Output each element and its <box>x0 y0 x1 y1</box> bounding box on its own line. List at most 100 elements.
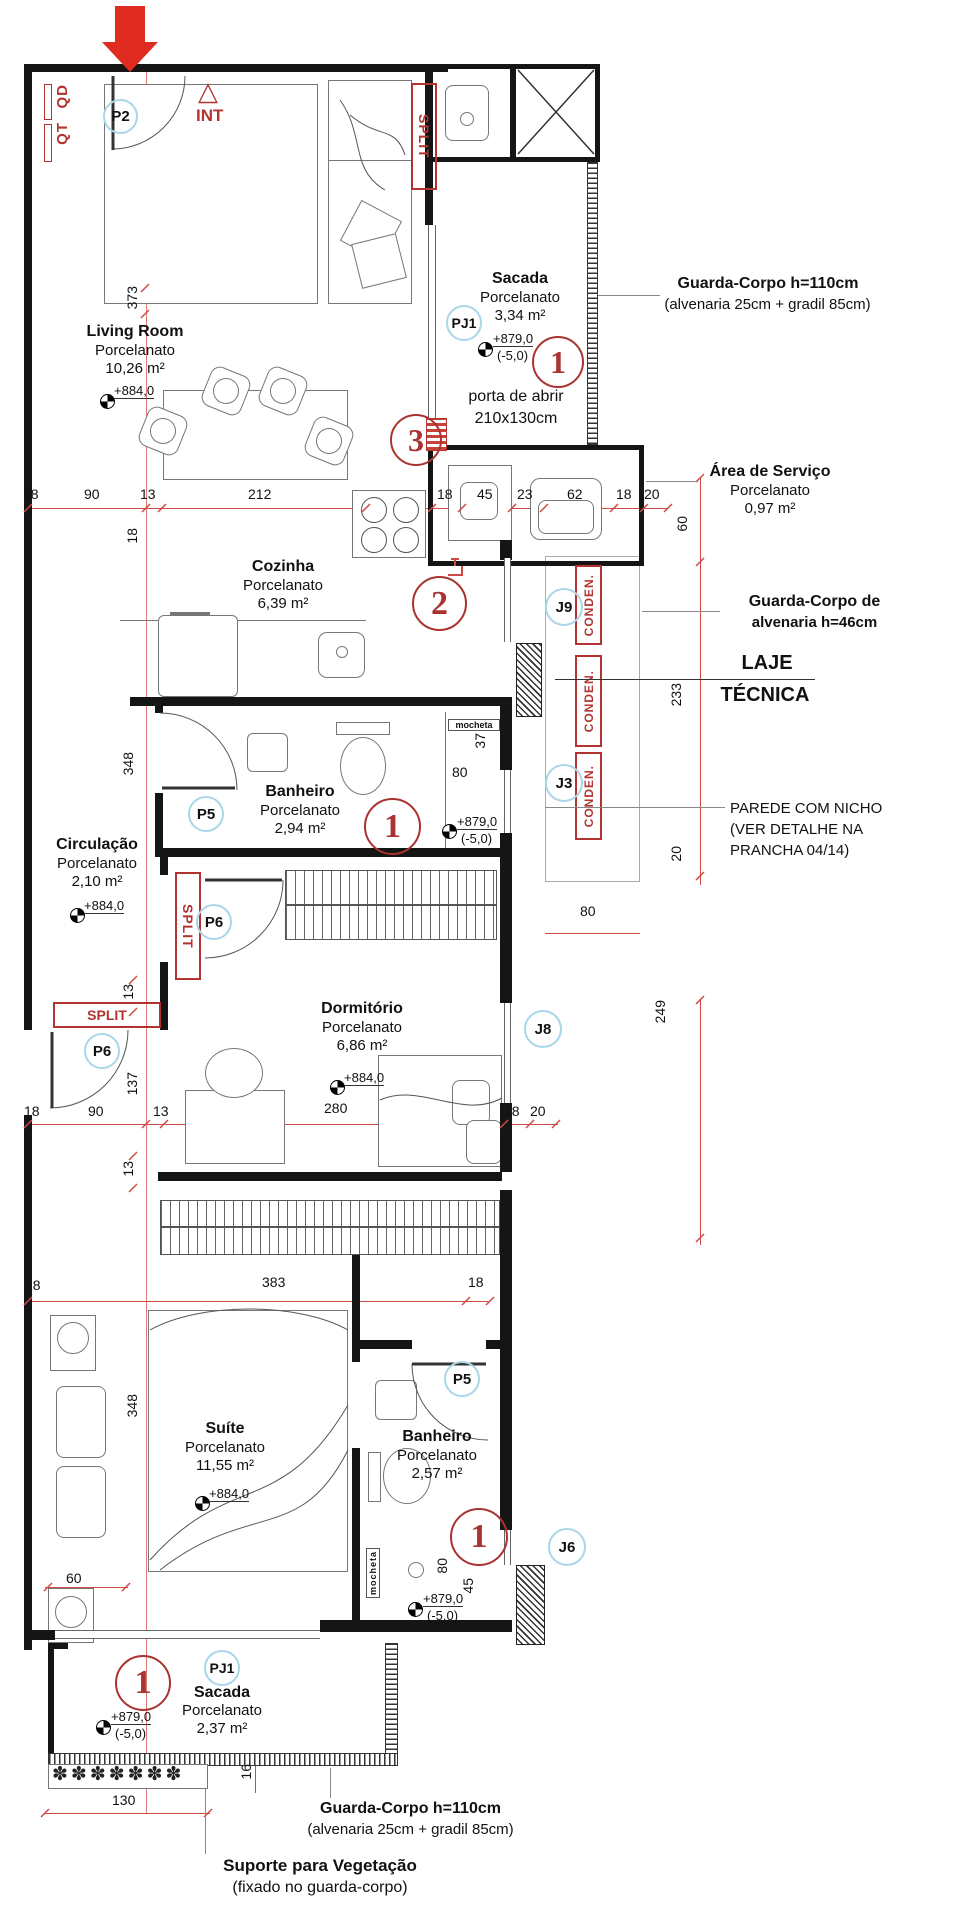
dim-v18: 18 <box>124 528 140 544</box>
guarda-corpo-46-sub: alvenaria h=46cm <box>751 614 878 631</box>
suite-nightstand <box>56 1466 106 1538</box>
washer <box>448 465 512 541</box>
wall-bathroom1-left-a <box>155 697 163 713</box>
door-tag-p5: P5 <box>188 796 224 832</box>
porta-abrir-line2: 210x130cm <box>474 410 558 427</box>
room-title-area-servico: Área de Serviço <box>709 463 831 480</box>
level-sub-banheiro: (-5,0) <box>461 831 493 846</box>
ceiling-fan-blade <box>57 1322 89 1354</box>
room-material-banheiro: Porcelanato <box>259 802 341 819</box>
room-title-sacada-bottom: Sacada <box>193 1684 251 1701</box>
room-area-sacada-bottom: 2,37 m² <box>196 1720 248 1737</box>
wall-right-bathroom1-a <box>500 697 512 770</box>
wall-left-upper <box>24 64 32 1030</box>
parede-nicho-line3: PRANCHA 04/14) <box>730 842 850 859</box>
dim-line-16 <box>255 1763 256 1793</box>
wall-left-lower <box>24 1115 32 1650</box>
dim-row1-212: 212 <box>248 486 272 502</box>
bathroom2-sink <box>375 1380 417 1420</box>
room-area-suite: 11,55 m² <box>195 1457 255 1474</box>
dim-row3-18b: 18 <box>468 1274 484 1290</box>
room-area-cozinha: 6,39 m² <box>257 595 309 612</box>
level-circulacao: +884,0 <box>84 898 125 914</box>
desk <box>185 1090 285 1164</box>
dim-v137: 137 <box>124 1072 140 1096</box>
door-tag-p6-dorm: P6 <box>196 904 232 940</box>
dim-row1-23: 23 <box>517 486 533 502</box>
leader-area-servico <box>646 481 698 482</box>
leader-suporte <box>205 1789 206 1854</box>
sofa-divider <box>328 160 412 161</box>
level-marker <box>195 1496 210 1511</box>
level-banheiro-suite: +879,0 <box>423 1591 464 1607</box>
utility-divider <box>510 64 516 162</box>
guarda-corpo-110-bottom-title: Guarda-Corpo h=110cm <box>320 1800 501 1817</box>
level-sub-sacada-bottom: (-5,0) <box>115 1726 147 1741</box>
room-area-circulacao: 2,10 m² <box>71 873 123 890</box>
door-tag-p5-suite: P5 <box>444 1361 480 1397</box>
dim-row1-18: 18 <box>23 486 39 502</box>
int-label: INT <box>196 106 224 125</box>
fridge-handle <box>170 612 210 615</box>
suporte-vegetacao-sub: (fixado no guarda-corpo) <box>232 1879 408 1896</box>
wall-right-kitchen <box>500 540 512 560</box>
dim-line-249 <box>700 1000 701 1245</box>
qd-label: QD <box>54 84 71 109</box>
dim-row1-45: 45 <box>477 486 493 502</box>
room-material-living: Porcelanato <box>94 342 176 359</box>
bathroom1-shower-line <box>445 712 446 848</box>
wall-bathroom2-top-a <box>352 1340 412 1349</box>
dim-v233: 233 <box>668 683 684 707</box>
leader-guarda46 <box>642 611 720 612</box>
room-material-area-servico: Porcelanato <box>729 482 811 499</box>
dim-row1-18b: 18 <box>437 486 453 502</box>
sacada-bottom-wall-top-stub <box>48 1643 68 1649</box>
wall-right-bathroom1-b <box>500 833 512 857</box>
room-title-banheiro-suite: Banheiro <box>402 1428 472 1445</box>
kitchen-counter-line <box>120 620 366 621</box>
dormitorio-wardrobe-rail <box>285 904 497 906</box>
mocheta-label: mocheta <box>448 719 500 731</box>
level-marker <box>478 342 493 357</box>
wall-bathroom1-left-b <box>155 793 163 857</box>
suite-closet-rail <box>160 1226 500 1228</box>
ceiling-fan-blade <box>55 1596 87 1628</box>
dim-line-row3 <box>24 1301 490 1302</box>
room-area-dormitorio: 6,86 m² <box>336 1037 388 1054</box>
parede-nicho-line1: PAREDE COM NICHO <box>730 800 883 817</box>
level-marker <box>408 1602 423 1617</box>
room-title-cozinha: Cozinha <box>251 558 315 575</box>
room-material-cozinha: Porcelanato <box>242 577 324 594</box>
dim-row1-13: 13 <box>140 486 156 502</box>
guarda-corpo-110-title: Guarda-Corpo h=110cm <box>677 275 859 292</box>
dim-v249: 249 <box>652 1000 668 1024</box>
bathroom1-toilet <box>340 737 386 795</box>
dim-line-right-column <box>700 478 701 885</box>
room-title-living: Living Room <box>86 323 184 340</box>
dim-line-80-laje <box>545 933 640 934</box>
room-title-sacada-top: Sacada <box>491 270 549 287</box>
level-banheiro: +879,0 <box>457 814 498 830</box>
room-title-suite: Suíte <box>205 1420 245 1437</box>
dim-row1-18c: 18 <box>616 486 632 502</box>
parede-nicho-line2: (VER DETALHE NA <box>730 821 864 838</box>
dim-row2-20: 20 <box>530 1103 546 1119</box>
guarda-corpo-110-bottom-sub: (alvenaria 25cm + gradil 85cm) <box>307 1821 514 1838</box>
wall-dorm-bottom <box>158 1172 502 1181</box>
column-hatched <box>516 1565 545 1645</box>
window-tag-j9: J9 <box>545 588 583 626</box>
column-hatched <box>516 643 542 717</box>
desk-chair <box>205 1048 263 1098</box>
laje-tecnica-line1: LAJE <box>741 652 793 674</box>
level-sub-banheiro-suite: (-5,0) <box>427 1608 459 1623</box>
laje-tecnica-zone <box>545 556 640 882</box>
window-j9 <box>504 558 511 642</box>
balloon-2-cozinha: 2 <box>412 576 467 631</box>
suite-nightstand <box>56 1386 106 1458</box>
dim-row3-383: 383 <box>262 1274 286 1290</box>
dim-row3-18: 18 <box>25 1277 41 1293</box>
balloon-1-sacada-top: 1 <box>532 336 584 388</box>
door-tag-pj1-top: PJ1 <box>446 305 482 341</box>
dim-60-suite: 60 <box>66 1570 82 1586</box>
dim-v20: 20 <box>668 846 684 862</box>
